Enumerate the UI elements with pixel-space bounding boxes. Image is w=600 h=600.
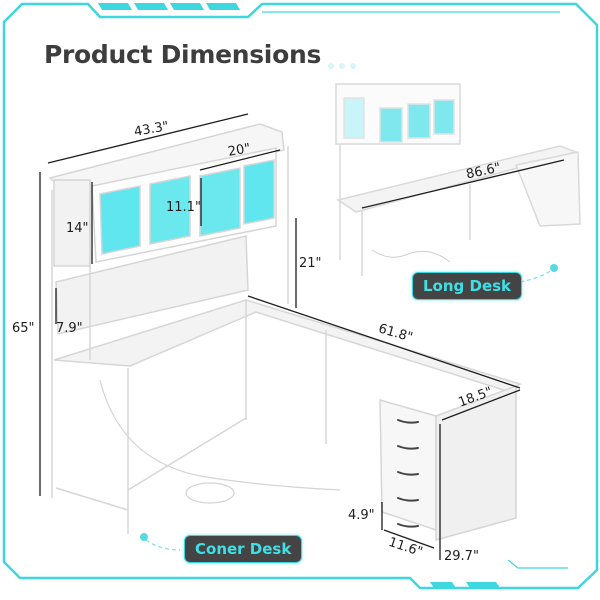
dimension-total-height: 65" — [12, 321, 35, 336]
label-long-desk: Long Desk — [412, 272, 523, 300]
corner-desk-illustration — [48, 123, 522, 541]
dimension-hutch-clearance: 21" — [299, 256, 322, 271]
label-corner-desk: Coner Desk — [184, 535, 303, 563]
dimension-lines — [39, 113, 565, 560]
dimension-cabinet-height: 11.1" — [166, 200, 201, 215]
dimension-drawer-height: 4.9" — [348, 508, 375, 523]
dimension-hutch-height: 14" — [66, 221, 89, 236]
long-desk-illustration — [335, 83, 581, 276]
page-title: Product Dimensions — [44, 40, 322, 69]
title-decoration-dots — [328, 56, 361, 74]
dimension-desk-height: 29.7" — [444, 549, 479, 564]
dimension-pegboard-height: 7.9" — [56, 321, 83, 336]
